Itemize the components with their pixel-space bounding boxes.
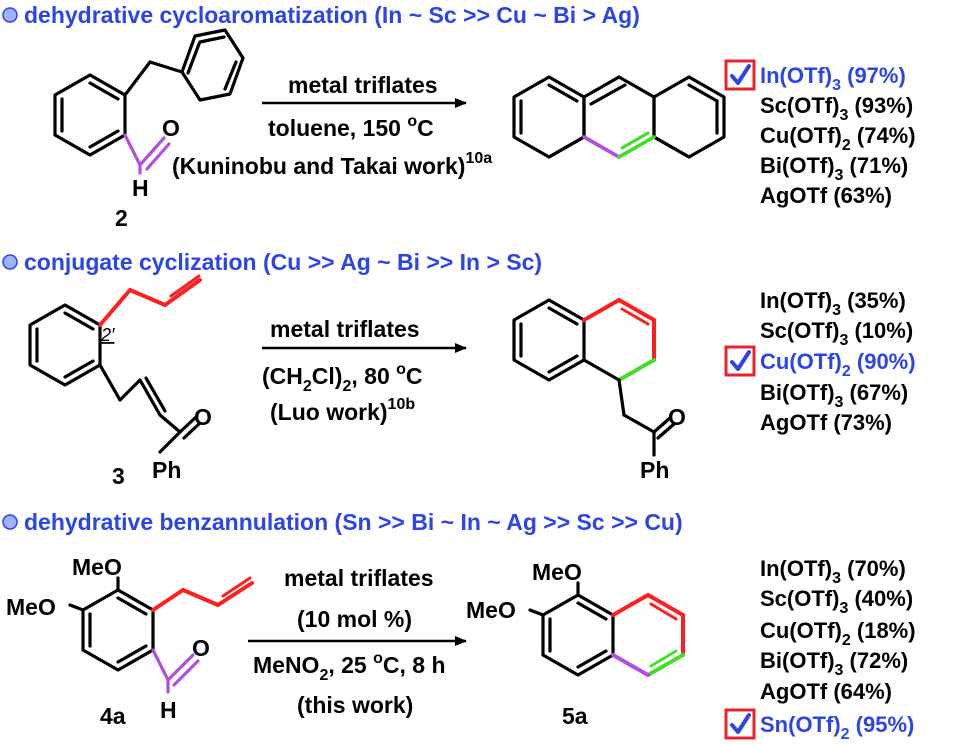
section-benzannulation: dehydrative benzannulation (Sn >> Bi ~ I… <box>2 509 916 743</box>
catalyst-entry: Sc(OTf)3 (10%) <box>760 318 913 349</box>
catalyst-entry: AgOTf (63%) <box>760 183 892 208</box>
checkmark-icon <box>730 713 751 734</box>
catalyst-entry: Bi(OTf)3 (67%) <box>760 380 908 411</box>
section-title: conjugate cyclization (Cu >> Ag ~ Bi >> … <box>24 249 542 275</box>
position-label: 2′ <box>100 325 115 345</box>
section-title: dehydrative benzannulation (Sn >> Bi ~ I… <box>24 509 683 535</box>
section-title: dehydrative cycloaromatization (In ~ Sc … <box>24 2 640 28</box>
atom-methoxy: MeO <box>532 559 582 585</box>
compound-label-2: 2 <box>115 205 128 231</box>
atom-oxygen: O <box>192 635 210 661</box>
reagent-text: metal triflates <box>270 316 420 342</box>
section-bullet-icon <box>2 254 18 270</box>
atom-methoxy: MeO <box>72 554 122 580</box>
substrate-3-structure <box>28 274 202 454</box>
atom-hydrogen: H <box>160 697 177 723</box>
atom-methoxy: MeO <box>466 597 516 623</box>
product-dihydronaphthalene-structure <box>512 298 676 457</box>
section-bullet-icon <box>2 7 18 23</box>
conditions-text: (CH2Cl)2, 80 oC <box>262 361 423 395</box>
section-conjugate-cyclization: conjugate cyclization (Cu >> Ag ~ Bi >> … <box>2 249 916 489</box>
catalyst-entry: AgOTf (73%) <box>760 410 892 435</box>
compound-label-5a: 5a <box>562 703 588 729</box>
best-catalyst-box <box>724 59 756 91</box>
catalyst-entry: Sc(OTf)3 (93%) <box>760 93 913 124</box>
catalyst-entry: Sc(OTf)3 (40%) <box>760 586 913 617</box>
checkmark-icon <box>730 64 751 85</box>
product-naphthalene-structure <box>528 581 685 677</box>
atom-oxygen: O <box>162 115 180 141</box>
reference-text: (Luo work)10b <box>270 396 415 425</box>
compound-label-4a: 4a <box>100 703 126 729</box>
best-catalyst-box <box>724 345 756 377</box>
section-bullet-icon <box>2 514 18 530</box>
checkmark-icon <box>730 350 751 371</box>
catalyst-entry: Cu(OTf)2 (74%) <box>760 123 916 154</box>
catalyst-loading-text: (10 mol %) <box>297 606 412 632</box>
conditions-text: MeNO2, 25 oC, 8 h <box>253 650 446 684</box>
substrate-2-structure <box>53 28 245 175</box>
reference-text: (Kuninobu and Takai work)10a <box>172 150 492 179</box>
atom-phenyl: Ph <box>152 457 181 483</box>
atom-hydrogen: H <box>132 175 149 201</box>
reference-text: (this work) <box>297 692 413 718</box>
section-cycloaromatization: dehydrative cycloaromatization (In ~ Sc … <box>2 2 916 231</box>
conditions-text: toluene, 150 oC <box>268 113 434 141</box>
atom-phenyl: Ph <box>640 457 669 483</box>
reagent-text: metal triflates <box>284 565 434 591</box>
catalyst-entry: In(OTf)3 (97%) <box>760 63 906 94</box>
catalyst-entry: Bi(OTf)3 (71%) <box>760 153 908 184</box>
best-catalyst-box <box>724 708 756 740</box>
reagent-text: metal triflates <box>288 72 438 98</box>
catalyst-entry: Cu(OTf)2 (18%) <box>760 618 916 649</box>
catalyst-list: In(OTf)3 (35%) Sc(OTf)3 (10%) Cu(OTf)2 (… <box>724 288 916 435</box>
substrate-4a-structure <box>68 576 254 694</box>
atom-oxygen: O <box>668 404 686 430</box>
product-anthracene-structure <box>512 75 726 159</box>
catalyst-list: In(OTf)3 (97%) Sc(OTf)3 (93%) Cu(OTf)2 (… <box>724 59 916 208</box>
catalyst-list: In(OTf)3 (70%) Sc(OTf)3 (40%) Cu(OTf)2 (… <box>724 556 916 743</box>
atom-methoxy: MeO <box>6 594 56 620</box>
catalyst-entry: Bi(OTf)3 (72%) <box>760 648 908 679</box>
atom-oxygen: O <box>194 404 212 430</box>
compound-label-3: 3 <box>112 463 125 489</box>
catalyst-entry: AgOTf (64%) <box>760 679 892 704</box>
catalyst-entry: In(OTf)3 (70%) <box>760 556 906 587</box>
catalyst-entry: In(OTf)3 (35%) <box>760 288 906 319</box>
catalyst-entry: Cu(OTf)2 (90%) <box>760 349 916 380</box>
catalyst-entry: Sn(OTf)2 (95%) <box>760 712 914 743</box>
